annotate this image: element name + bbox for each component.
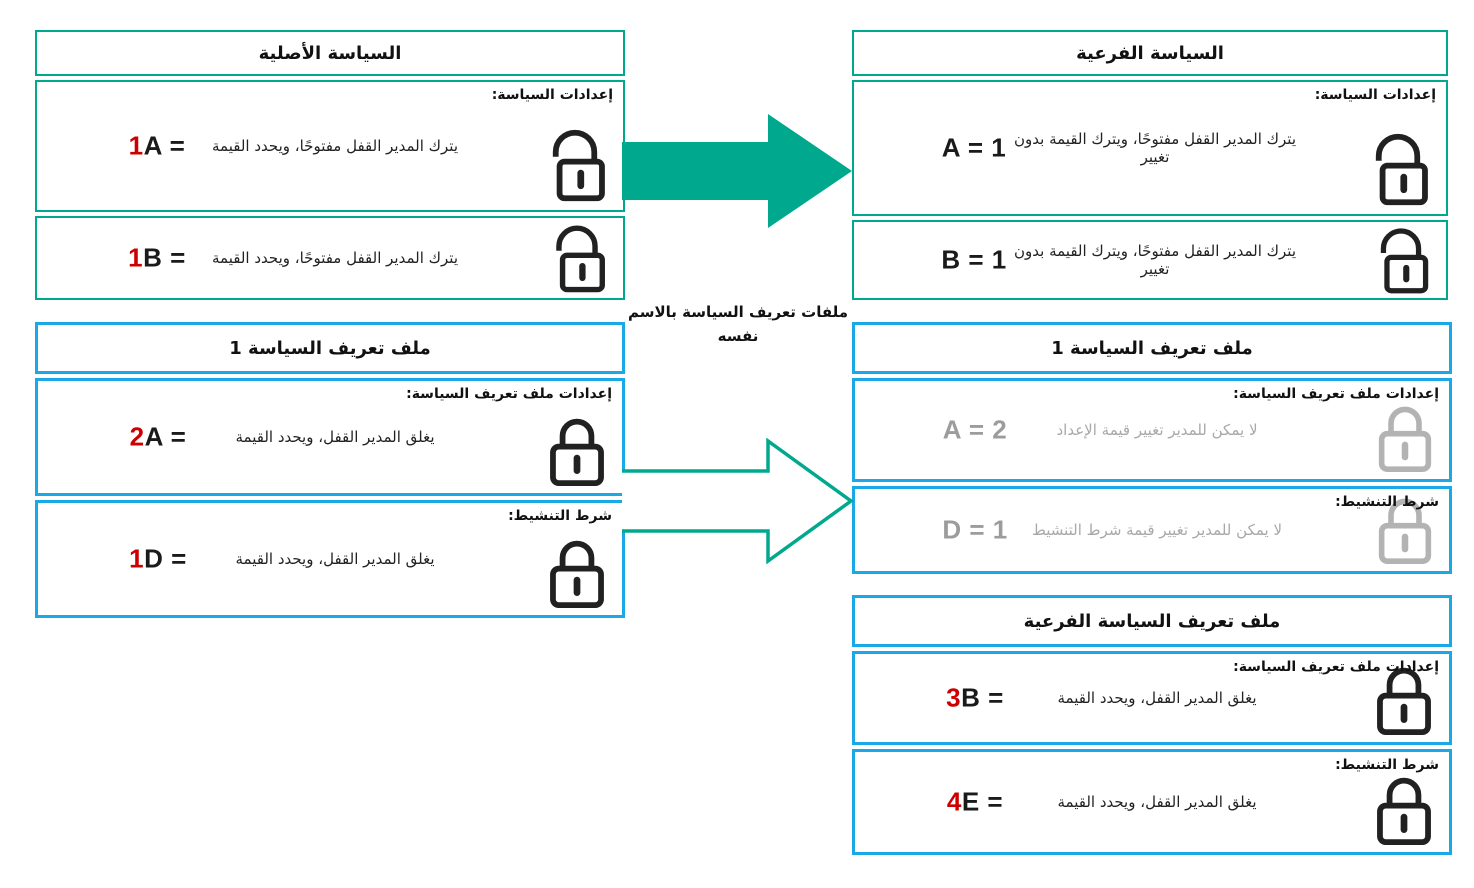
profile-setting-row: إعدادات ملف تعريف السياسة: لا يمكن للمدي…: [852, 378, 1452, 482]
setting-value: D = 1: [942, 514, 1008, 545]
box-title: ملف تعريف السياسة الفرعية: [852, 595, 1452, 647]
closed-lock-icon: [1375, 661, 1433, 736]
setting-value: B = 1: [941, 244, 1007, 275]
setting-value: 2A =: [129, 421, 187, 452]
section-header: إعدادات ملف تعريف السياسة:: [1233, 659, 1439, 675]
setting-description: لا يمكن للمدير تغيير قيمة شرط التنشيط: [1031, 521, 1283, 539]
setting-description: يغلق المدير القفل، ويحدد القيمة: [235, 550, 435, 568]
setting-description: لا يمكن للمدير تغيير قيمة الإعداد: [1056, 421, 1258, 439]
profile-setting-row: شرط التنشيط: لا يمكن للمدير تغيير قيمة ش…: [852, 486, 1452, 574]
same-name-profiles-label: ملفات تعريف السياسة بالاسم نفسه: [627, 303, 849, 345]
setting-description: يغلق المدير القفل، ويحدد القيمة: [235, 428, 435, 446]
section-header: إعدادات السياسة:: [1314, 87, 1436, 103]
closed-lock-gray-icon: [1377, 400, 1433, 473]
setting-value: 1D =: [129, 543, 187, 574]
profile-setting-row: إعدادات ملف تعريف السياسة: يغلق المدير ا…: [852, 651, 1452, 745]
open-lock-icon: [1366, 129, 1430, 208]
setting-value: A = 2: [942, 414, 1008, 445]
open-lock-icon: [543, 125, 607, 204]
box-title: ملف تعريف السياسة 1: [35, 322, 625, 374]
open-lock-icon: [1372, 224, 1430, 296]
section-header: إعدادات ملف تعريف السياسة:: [406, 386, 612, 402]
setting-description: يغلق المدير القفل، ويحدد القيمة: [1057, 689, 1257, 707]
setting-value: 4E =: [946, 786, 1004, 817]
section-header: إعدادات ملف تعريف السياسة:: [1233, 386, 1439, 402]
policy-setting-row: إعدادات السياسة: يترك المدير القفل مفتوح…: [852, 80, 1448, 216]
box-title: السياسة الفرعية: [852, 30, 1448, 76]
setting-description: يترك المدير القفل مفتوحًا، ويحدد القيمة: [212, 137, 458, 155]
section-header: شرط التنشيط:: [1335, 757, 1439, 773]
child-policy-profile-box: ملف تعريف السياسة الفرعية إعدادات ملف تع…: [852, 595, 1452, 855]
policy-inheritance-arrow-icon: [622, 112, 854, 230]
policy-setting-row: إعدادات السياسة: يترك المدير القفل مفتوح…: [35, 80, 625, 212]
profile-inheritance-arrow-icon: [622, 437, 854, 565]
setting-value: 1A =: [128, 130, 186, 161]
box-title: السياسة الأصلية: [35, 30, 625, 76]
setting-value: 3B =: [946, 682, 1004, 713]
section-header: شرط التنشيط:: [508, 508, 612, 524]
section-header: شرط التنشيط:: [1335, 494, 1439, 510]
setting-description: يترك المدير القفل مفتوحًا، ويترك القيمة …: [1014, 130, 1296, 166]
parent-policy-box: السياسة الأصلية إعدادات السياسة: يترك ال…: [35, 30, 625, 300]
closed-lock-icon: [548, 412, 606, 487]
setting-description: يترك المدير القفل مفتوحًا، ويحدد القيمة: [212, 249, 458, 267]
setting-description: يترك المدير القفل مفتوحًا، ويترك القيمة …: [1014, 242, 1296, 278]
profile-setting-row: شرط التنشيط: يغلق المدير القفل، ويحدد ال…: [35, 500, 625, 618]
policy-profile-1-box: ملف تعريف السياسة 1 إعدادات ملف تعريف ال…: [35, 322, 625, 618]
closed-lock-gray-icon: [1377, 492, 1433, 565]
inherited-policy-profile-1-box: ملف تعريف السياسة 1 إعدادات ملف تعريف ال…: [852, 322, 1452, 574]
closed-lock-icon: [548, 534, 606, 609]
profile-setting-row: شرط التنشيط: يغلق المدير القفل، ويحدد ال…: [852, 749, 1452, 855]
setting-description: يغلق المدير القفل، ويحدد القيمة: [1057, 793, 1257, 811]
open-lock-icon: [547, 221, 607, 295]
policy-setting-row: يترك المدير القفل مفتوحًا، ويحدد القيمة …: [35, 216, 625, 300]
policy-setting-row: يترك المدير القفل مفتوحًا، ويترك القيمة …: [852, 220, 1448, 300]
closed-lock-icon: [1375, 771, 1433, 846]
section-header: إعدادات السياسة:: [491, 87, 613, 103]
setting-value: 1B =: [128, 242, 186, 273]
setting-value: A = 1: [941, 132, 1007, 163]
box-title: ملف تعريف السياسة 1: [852, 322, 1452, 374]
child-policy-box: السياسة الفرعية إعدادات السياسة: يترك ال…: [852, 30, 1448, 300]
profile-setting-row: إعدادات ملف تعريف السياسة: يغلق المدير ا…: [35, 378, 625, 496]
